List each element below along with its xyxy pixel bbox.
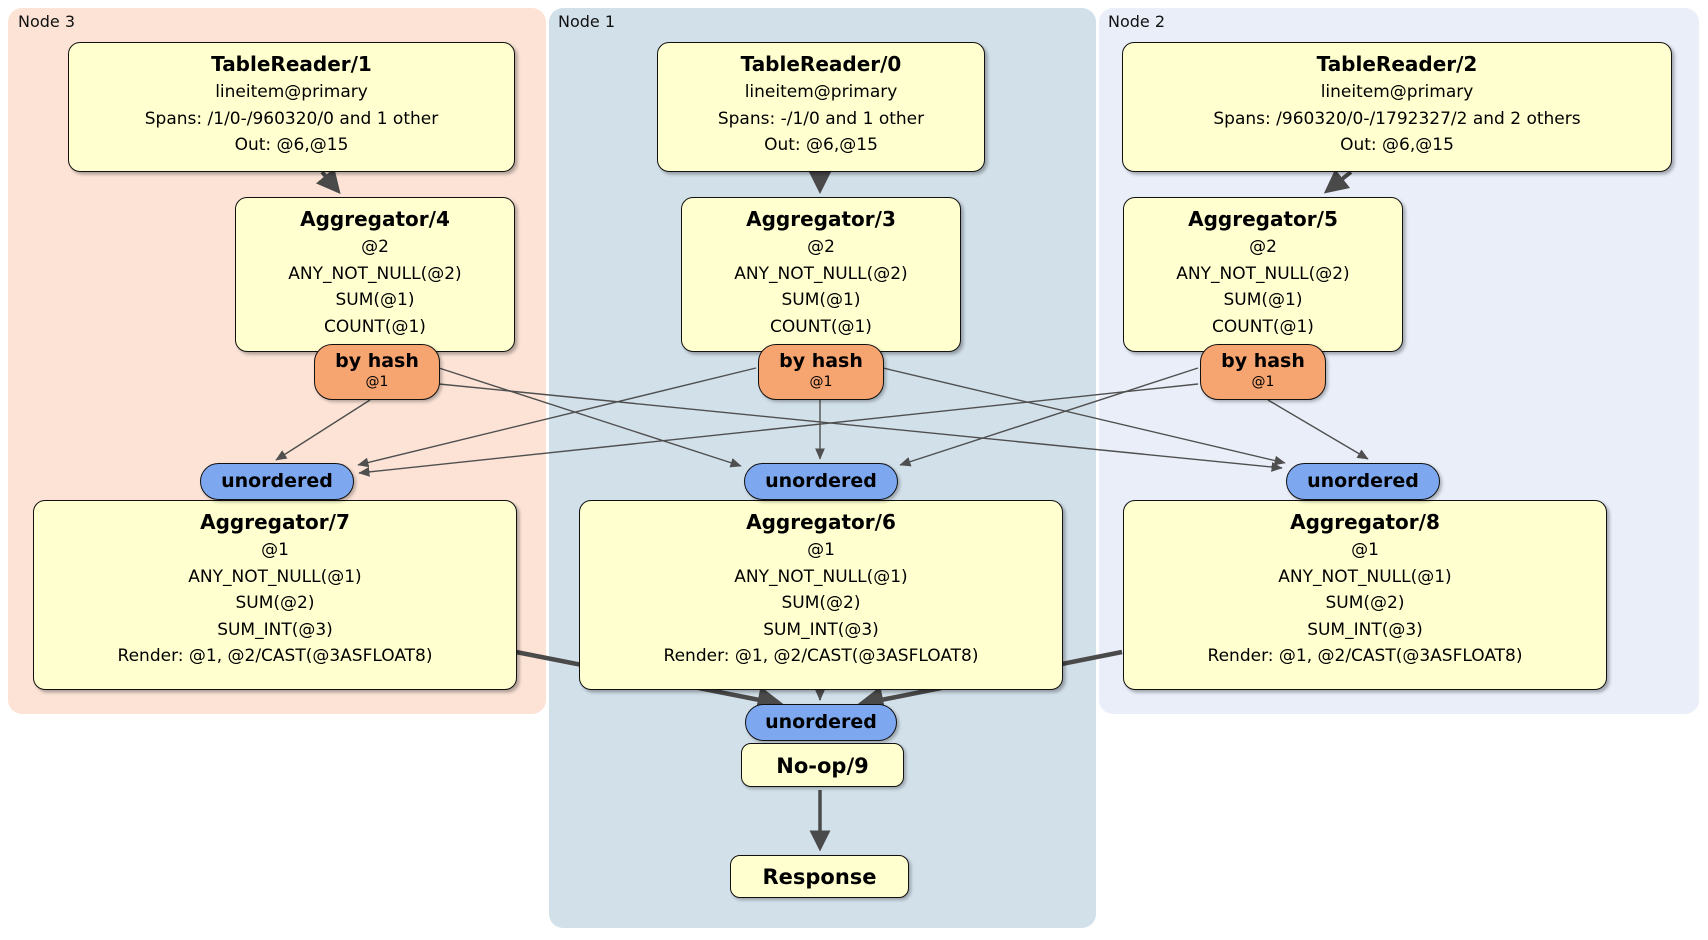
processor-title: Aggregator/3: [746, 207, 896, 231]
aggregator-box: Aggregator/6 @1 ANY_NOT_NULL(@1) SUM(@2)…: [579, 500, 1063, 690]
processor-detail: @2: [807, 237, 835, 257]
aggregator-box: Aggregator/3 @2 ANY_NOT_NULL(@2) SUM(@1)…: [681, 197, 961, 352]
processor-detail: Out: @6,@15: [234, 135, 349, 155]
processor-title: Aggregator/8: [1290, 510, 1440, 534]
processor-detail: COUNT(@1): [770, 316, 872, 337]
processor-title: TableReader/0: [740, 52, 902, 76]
router-key: @1: [365, 374, 389, 390]
processor-detail: SUM(@2): [781, 593, 861, 613]
processor-detail: SUM_INT(@3): [763, 619, 879, 640]
processor-detail: SUM_INT(@3): [1307, 619, 1423, 640]
router-label: by hash: [1221, 350, 1305, 372]
processor-detail: SUM(@1): [1223, 290, 1303, 310]
node1-group-label: Node 1: [558, 12, 616, 31]
processor-detail: Spans: /1/0-/960320/0 and 1 other: [144, 108, 439, 129]
processor-detail: @1: [1351, 540, 1379, 560]
response-box: Response: [730, 855, 909, 898]
router-to-stream-lines: [275, 367, 1369, 477]
router-key: @1: [809, 374, 833, 390]
processor-detail: lineitem@primary: [744, 82, 898, 102]
table-reader-box: TableReader/2 lineitem@primary Spans: /9…: [1122, 42, 1672, 172]
processor-title: Aggregator/7: [200, 510, 350, 534]
processor-detail: SUM(@2): [1325, 593, 1405, 613]
processor-detail: SUM_INT(@3): [217, 619, 333, 640]
processor-detail: Render: @1, @2/CAST(@3ASFLOAT8): [117, 646, 433, 666]
processor-detail: @1: [807, 540, 835, 560]
processor-title: Aggregator/6: [746, 510, 896, 534]
table-reader-box: TableReader/0 lineitem@primary Spans: -/…: [657, 42, 985, 172]
aggregator-box: Aggregator/7 @1 ANY_NOT_NULL(@1) SUM(@2)…: [33, 500, 517, 690]
processor-detail: Render: @1, @2/CAST(@3ASFLOAT8): [1207, 646, 1523, 666]
processor-detail: SUM(@1): [781, 290, 861, 310]
processor-detail: ANY_NOT_NULL(@1): [188, 566, 362, 587]
processor-detail: SUM(@1): [335, 290, 415, 310]
processor-detail: Out: @6,@15: [1340, 135, 1454, 155]
aggregator-box: Aggregator/4 @2 ANY_NOT_NULL(@2) SUM(@1)…: [235, 197, 515, 352]
processor-detail: ANY_NOT_NULL(@1): [1278, 566, 1452, 587]
router-label: by hash: [779, 350, 863, 372]
processor-detail: lineitem@primary: [1320, 82, 1474, 102]
aggregator-box: Aggregator/5 @2 ANY_NOT_NULL(@2) SUM(@1)…: [1123, 197, 1403, 352]
processor-title: Aggregator/4: [300, 207, 450, 231]
processor-detail: @2: [361, 237, 389, 257]
processor-detail: Spans: -/1/0 and 1 other: [717, 108, 925, 129]
aggregator-box: Aggregator/8 @1 ANY_NOT_NULL(@1) SUM(@2)…: [1123, 500, 1607, 690]
router-label: by hash: [335, 350, 419, 372]
processor-title: TableReader/1: [211, 52, 372, 76]
processor-detail: ANY_NOT_NULL(@2): [734, 263, 908, 284]
output-unordered-stream-badge: unordered: [745, 704, 897, 741]
by-hash-router-badge: by hash @1: [758, 344, 884, 400]
processor-detail: ANY_NOT_NULL(@2): [1176, 263, 1350, 284]
unordered-stream-badge: unordered: [1286, 463, 1440, 500]
tablereader-to-aggregator-arrows: [315, 167, 1353, 195]
processor-detail: @1: [261, 540, 289, 560]
processor-detail: COUNT(@1): [324, 316, 426, 337]
processor-detail: ANY_NOT_NULL(@1): [734, 566, 908, 587]
processor-detail: Render: @1, @2/CAST(@3ASFLOAT8): [663, 646, 979, 666]
unordered-stream-badge: unordered: [200, 463, 354, 500]
router-key: @1: [1251, 374, 1275, 390]
processor-title: TableReader/2: [1316, 52, 1478, 76]
processor-detail: SUM(@2): [235, 593, 315, 613]
processor-detail: @2: [1249, 237, 1277, 257]
unordered-stream-badge: unordered: [744, 463, 898, 500]
noop-box: No-op/9: [741, 743, 904, 787]
node3-group-label: Node 3: [18, 12, 76, 31]
processor-title: Aggregator/5: [1188, 207, 1338, 231]
processor-detail: ANY_NOT_NULL(@2): [288, 263, 462, 284]
processor-detail: COUNT(@1): [1212, 316, 1314, 337]
processor-detail: lineitem@primary: [215, 82, 368, 102]
by-hash-router-badge: by hash @1: [314, 344, 440, 400]
processor-detail: Spans: /960320/0-/1792327/2 and 2 others: [1213, 108, 1581, 129]
table-reader-box: TableReader/1 lineitem@primary Spans: /1…: [68, 42, 515, 172]
by-hash-router-badge: by hash @1: [1200, 344, 1326, 400]
processor-detail: Out: @6,@15: [764, 135, 878, 155]
node2-group-label: Node 2: [1108, 12, 1166, 31]
